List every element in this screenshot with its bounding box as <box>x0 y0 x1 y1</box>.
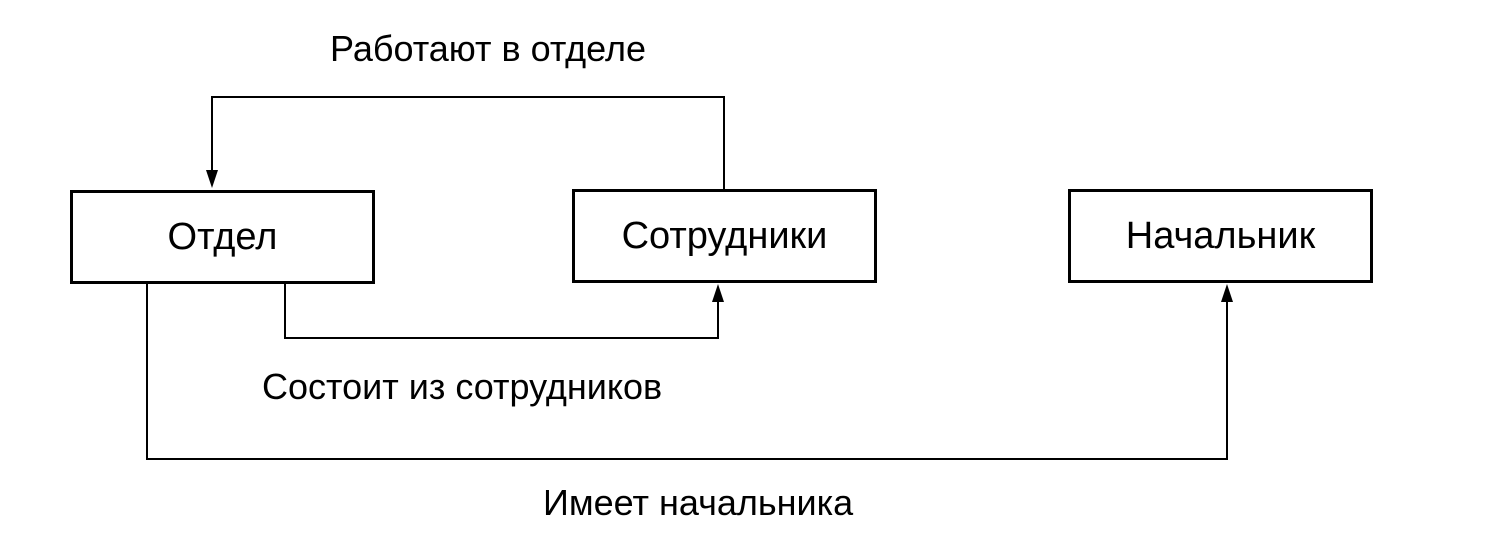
consists-of-connector <box>284 284 719 339</box>
relationship-label-has-head: Имеет начальника <box>543 482 854 523</box>
relationship-label-consists-of: Состоит из сотрудников <box>262 366 663 407</box>
has-head-arrowhead <box>1221 284 1233 302</box>
entity-label-department: Отдел <box>167 215 278 258</box>
has-head-connector <box>146 284 1228 460</box>
consists-of-arrowhead <box>712 284 724 302</box>
works-in-arrowhead <box>206 170 218 188</box>
entity-label-head: Начальник <box>1125 214 1316 257</box>
entity-box-head: Начальник <box>1068 189 1373 283</box>
works-in-connector <box>211 96 725 189</box>
entity-box-department: Отдел <box>70 190 375 284</box>
entity-label-employees: Сотрудники <box>621 214 828 257</box>
relationship-label-works-in: Работают в отделе <box>330 28 647 69</box>
entity-box-employees: Сотрудники <box>572 189 877 283</box>
